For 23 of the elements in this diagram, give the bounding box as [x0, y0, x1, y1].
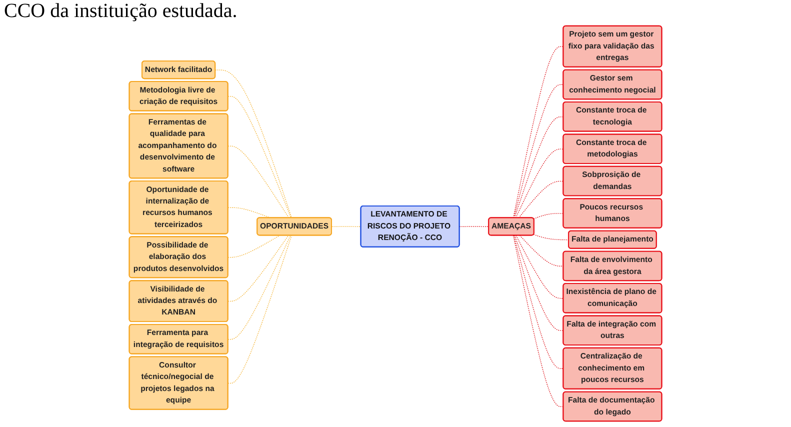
connector — [228, 235, 280, 258]
connector — [331, 226, 362, 228]
connector — [533, 234, 570, 240]
connector — [514, 116, 564, 218]
connector — [518, 180, 564, 218]
connector — [512, 46, 564, 218]
connector — [459, 226, 490, 228]
caption-text: CCO da instituição estudada. — [4, 0, 238, 22]
connector — [228, 146, 290, 218]
connector — [228, 235, 291, 340]
connector — [228, 235, 289, 302]
connector — [515, 148, 564, 218]
connector — [516, 235, 564, 299]
connector — [228, 207, 271, 218]
connector — [512, 235, 564, 408]
connector — [513, 84, 564, 218]
connector — [228, 235, 292, 384]
connector — [514, 235, 564, 331]
connector — [533, 213, 564, 220]
connector — [214, 70, 292, 218]
connector — [228, 96, 292, 218]
connector — [519, 235, 564, 267]
connector — [513, 235, 564, 370]
